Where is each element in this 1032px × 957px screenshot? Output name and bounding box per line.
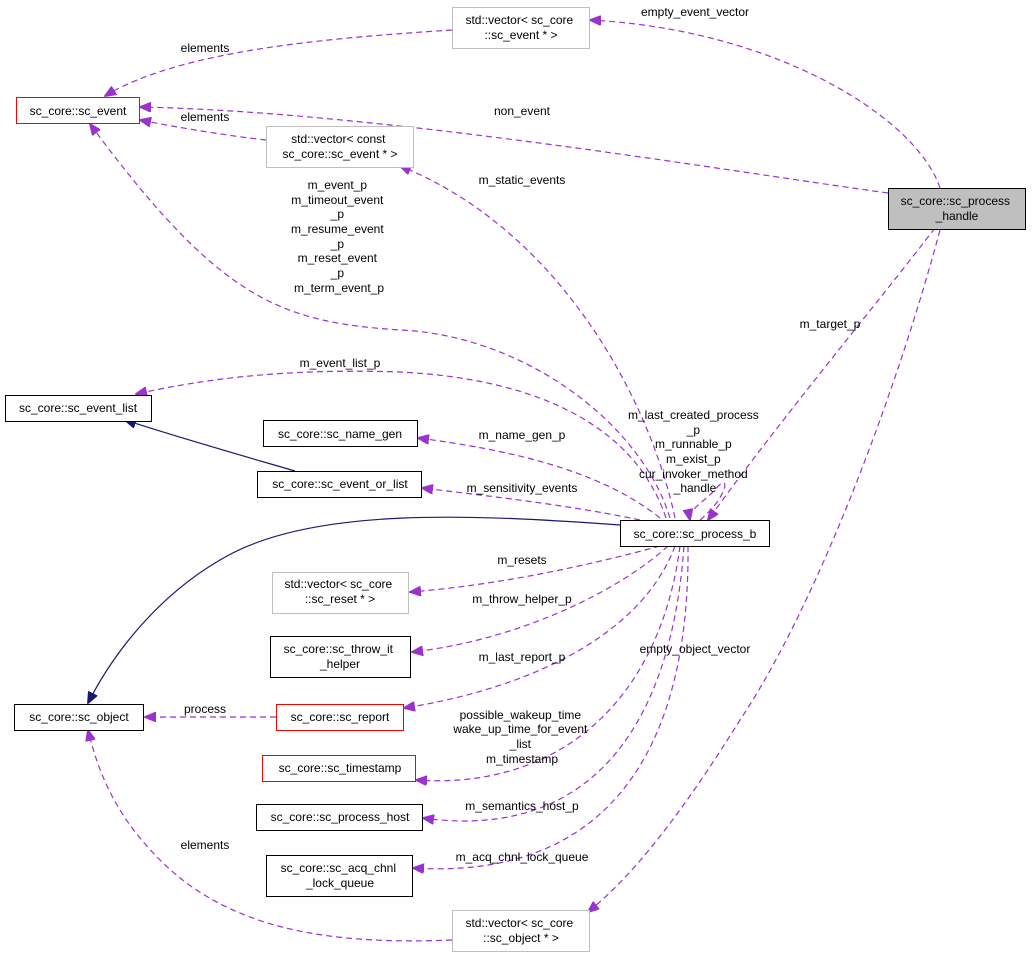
edges — [88, 20, 941, 942]
node-sc-timestamp[interactable]: sc_core::sc_timestamp — [262, 755, 416, 782]
svg-text:sc_core::sc_event: sc_core::sc_event — [30, 104, 127, 118]
svg-text:std::vector< const sc_: std::vector< const sc_core::sc_event * > — [282, 132, 397, 161]
edge-m-static-events — [400, 166, 676, 519]
svg-text:sc_core::sc_acq_chnl _: sc_core::sc_acq_chnl _lock_queue — [281, 861, 400, 890]
node-vector-event-ptr[interactable]: std::vector< sc_core ::sc_event * > — [452, 7, 590, 49]
edge-inherit-event-list — [125, 420, 296, 472]
label-m-semantics-host-p: m_semantics_host_p — [465, 799, 579, 813]
label-process: process — [184, 702, 226, 716]
edge-elements-object-vector — [88, 730, 453, 942]
svg-text:sc_core::sc_event_list: sc_core::sc_event_list — [19, 401, 138, 415]
node-vector-const-event[interactable]: std::vector< const sc_core::sc_event * > — [266, 126, 414, 168]
svg-text:std::vector< sc_core :: std::vector< sc_core ::sc_object * > — [465, 916, 576, 945]
label-timestamps: possible_wakeup_time wake_up_time_for_ev… — [452, 708, 590, 766]
label-m-static-events: m_static_events — [479, 173, 566, 187]
label-event-pointers: m_event_p m_timeout_event _p m_resume_ev… — [291, 178, 387, 295]
edge-m-target-p — [708, 227, 936, 520]
svg-text:sc_core::sc_process _h: sc_core::sc_process _handle — [901, 194, 1014, 223]
node-sc-event-list[interactable]: sc_core::sc_event_list — [5, 395, 152, 422]
node-sc-event-or-list[interactable]: sc_core::sc_event_or_list — [257, 471, 422, 498]
node-vector-object[interactable]: std::vector< sc_core ::sc_object * > — [452, 910, 590, 952]
edge-m-semantics-host-p — [423, 545, 685, 821]
svg-text:sc_core::sc_throw_it _: sc_core::sc_throw_it _helper — [284, 642, 397, 671]
edge-self-loop — [690, 482, 726, 520]
edge-m-acq-chnl-lock-queue — [413, 545, 689, 869]
label-m-acq-chnl-lock-queue: m_acq_chnl_lock_queue — [456, 850, 589, 864]
label-elements-object-vector: elements — [181, 838, 230, 852]
label-m-target-p: m_target_p — [800, 317, 861, 331]
svg-text:sc_core::sc_report: sc_core::sc_report — [291, 710, 390, 724]
svg-text:sc_core::sc_process_b: sc_core::sc_process_b — [634, 527, 757, 541]
svg-text:sc_core::sc_timestamp: sc_core::sc_timestamp — [279, 761, 402, 775]
svg-text:sc_core::sc_event_or_list: sc_core::sc_event_or_list — [272, 477, 408, 491]
label-non-event: non_event — [494, 104, 551, 118]
svg-text:sc_core::sc_name_gen: sc_core::sc_name_gen — [278, 427, 402, 441]
edge-m-event-list-p — [136, 370, 667, 519]
label-m-name-gen-p: m_name_gen_p — [479, 428, 566, 442]
node-vector-reset[interactable]: std::vector< sc_core ::sc_reset * > — [272, 572, 409, 614]
label-empty-object-vector: empty_object_vector — [640, 642, 751, 656]
node-sc-process-handle[interactable]: sc_core::sc_process _handle — [888, 188, 1026, 230]
node-sc-throw-it-helper[interactable]: sc_core::sc_throw_it _helper — [270, 636, 411, 678]
node-sc-process-b[interactable]: sc_core::sc_process_b — [620, 520, 770, 547]
label-m-throw-helper-p: m_throw_helper_p — [472, 592, 572, 606]
edge-elements-const-vector — [140, 120, 267, 141]
label-m-resets: m_resets — [497, 553, 546, 567]
edge-empty-event-vector — [590, 20, 941, 189]
label-elements-const-vector: elements — [181, 110, 230, 124]
svg-text:sc_core::sc_process_host: sc_core::sc_process_host — [271, 810, 410, 824]
node-sc-report[interactable]: sc_core::sc_report — [276, 704, 404, 731]
edge-m-sensitivity-events — [422, 488, 641, 521]
edge-timestamps — [416, 545, 681, 781]
edge-non-event — [140, 107, 889, 194]
node-sc-event[interactable]: sc_core::sc_event — [16, 97, 140, 124]
svg-text:std::vector< sc_core :: std::vector< sc_core ::sc_event * > — [465, 13, 576, 42]
node-sc-object[interactable]: sc_core::sc_object — [14, 704, 144, 731]
edge-m-name-gen-p — [418, 438, 661, 519]
edge-event-pointers — [90, 124, 671, 519]
node-sc-acq-chnl-lock-queue[interactable]: sc_core::sc_acq_chnl _lock_queue — [266, 855, 413, 897]
svg-text:sc_core::sc_object: sc_core::sc_object — [29, 710, 129, 724]
label-m-event-list-p: m_event_list_p — [300, 356, 381, 370]
edge-m-throw-helper-p — [412, 545, 669, 652]
edge-elements-event-vector — [105, 29, 453, 96]
edge-m-last-report-p — [404, 545, 676, 708]
svg-text:std::vector< sc_core :: std::vector< sc_core ::sc_reset * > — [284, 577, 395, 606]
label-m-sensitivity-events: m_sensitivity_events — [467, 481, 578, 495]
nodes: sc_core::sc_process _handle std::vector<… — [5, 7, 1026, 952]
label-empty-event-vector: empty_event_vector — [641, 5, 749, 19]
edge-empty-object-vector — [588, 229, 941, 912]
edge-m-resets — [410, 545, 661, 592]
node-sc-name-gen[interactable]: sc_core::sc_name_gen — [263, 420, 418, 447]
label-self-loop: m_last_created_process _p m_runnable_p m… — [628, 408, 762, 495]
edge-labels: empty_event_vector elements non_event el… — [181, 5, 861, 864]
edge-inherit-object — [88, 516, 621, 703]
label-m-last-report-p: m_last_report_p — [479, 650, 566, 664]
node-sc-process-host[interactable]: sc_core::sc_process_host — [256, 804, 423, 831]
label-elements-event-vector: elements — [181, 41, 230, 55]
